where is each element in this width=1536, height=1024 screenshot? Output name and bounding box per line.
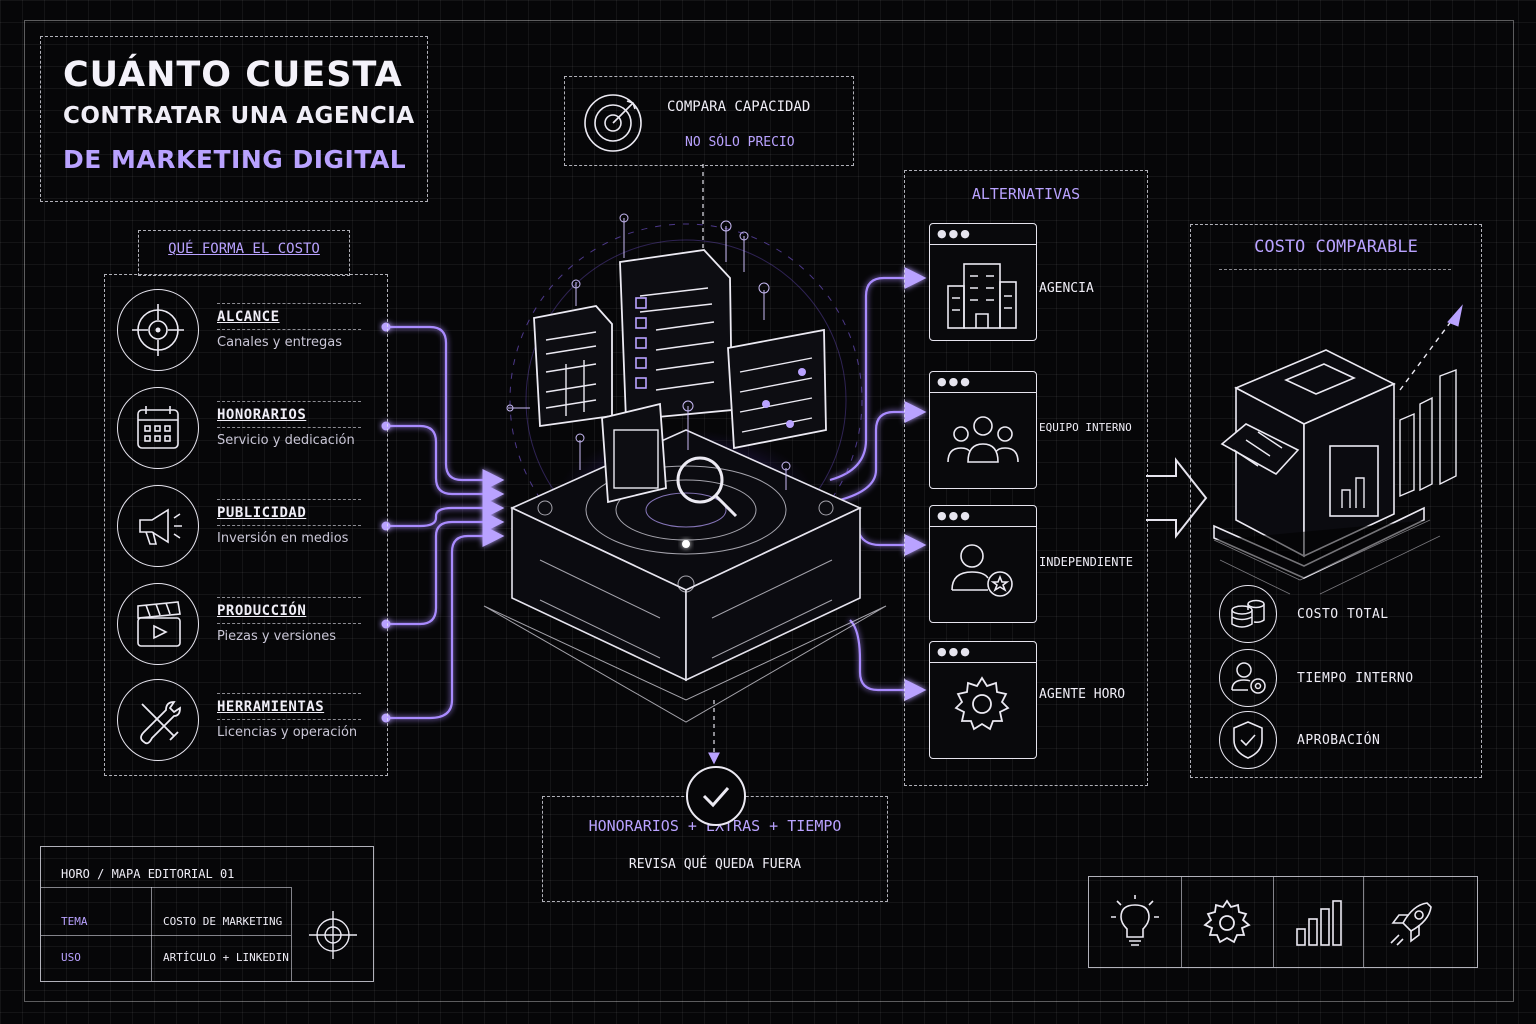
rocket-icon bbox=[1390, 902, 1432, 946]
comparable-row-tiempo-interno: TIEMPO INTERNO bbox=[1219, 649, 1449, 709]
freelancer-icon bbox=[951, 544, 1013, 597]
window-dots: ●●● bbox=[937, 375, 972, 388]
cost-item-label: HERRAMIENTAS bbox=[217, 699, 325, 715]
divider bbox=[217, 597, 361, 598]
alternative-equipo-card: ●●● bbox=[929, 371, 1037, 489]
compare-subtitle: NO SÓLO PRECIO bbox=[685, 135, 795, 150]
alternative-label: AGENTE HORO bbox=[1039, 687, 1126, 702]
comparable-row-costo-total: COSTO TOTAL bbox=[1219, 585, 1449, 645]
user-gear-icon bbox=[1219, 649, 1277, 707]
cost-panel-heading-box: QUÉ FORMA EL COSTO bbox=[138, 230, 350, 276]
divider bbox=[217, 303, 361, 304]
shield-check-icon bbox=[1219, 711, 1277, 769]
clapperboard-icon bbox=[117, 583, 199, 665]
cost-item-label: HONORARIOS bbox=[217, 407, 307, 423]
gear-icon bbox=[1203, 899, 1251, 944]
divider bbox=[217, 693, 361, 694]
cost-item-publicidad: PUBLICIDAD Inversión en medios bbox=[117, 485, 387, 575]
divider bbox=[217, 329, 361, 330]
cost-item-label: PUBLICIDAD bbox=[217, 505, 307, 521]
meta-header: HORO / MAPA EDITORIAL 01 bbox=[61, 867, 235, 881]
megaphone-icon bbox=[117, 485, 199, 567]
cost-item-produccion: PRODUCCIÓN Piezas y versiones bbox=[117, 583, 387, 673]
coins-icon bbox=[1219, 585, 1277, 643]
outer-frame bbox=[24, 20, 1514, 1002]
title-line-3: DE MARKETING DIGITAL bbox=[63, 145, 407, 174]
cost-panel-heading: QUÉ FORMA EL COSTO bbox=[168, 241, 320, 257]
formula-subtitle: REVISA QUÉ QUEDA FUERA bbox=[628, 857, 802, 872]
window-dots: ●●● bbox=[937, 509, 972, 522]
comparable-heading: COSTO COMPARABLE bbox=[1254, 237, 1418, 257]
cost-item-honorarios: HONORARIOS Servicio y dedicación bbox=[117, 387, 387, 477]
divider bbox=[217, 719, 361, 720]
cost-item-alcance: ALCANCE Canales y entregas bbox=[117, 289, 387, 379]
alternatives-panel: ALTERNATIVAS ●●● AGENCIA ●●● EQUIPO INTE… bbox=[904, 170, 1148, 786]
comparable-label: APROBACIÓN bbox=[1297, 733, 1381, 748]
divider bbox=[217, 401, 361, 402]
crosshair-icon bbox=[309, 911, 357, 959]
title-box: CUÁNTO CUESTA CONTRATAR UNA AGENCIA DE M… bbox=[40, 36, 428, 202]
meta-table: HORO / MAPA EDITORIAL 01 TEMA COSTO DE M… bbox=[40, 846, 374, 982]
title-line-2: CONTRATAR UNA AGENCIA bbox=[63, 103, 415, 129]
cost-item-description: Servicio y dedicación bbox=[217, 433, 355, 448]
alternative-agente-horo-card: ●●● bbox=[929, 641, 1037, 759]
lightbulb-icon bbox=[1111, 895, 1159, 946]
meta-value: ARTÍCULO + LINKEDIN bbox=[163, 951, 289, 964]
window-dots: ●●● bbox=[937, 645, 972, 658]
check-icon bbox=[686, 766, 746, 826]
meta-key: TEMA bbox=[61, 915, 88, 928]
meta-key: USO bbox=[61, 951, 81, 964]
cost-item-label: PRODUCCIÓN bbox=[217, 603, 307, 619]
target-icon bbox=[117, 289, 199, 371]
comparable-row-aprobacion: APROBACIÓN bbox=[1219, 711, 1449, 771]
alternative-label: INDEPENDIENTE bbox=[1039, 555, 1133, 569]
meta-value: COSTO DE MARKETING bbox=[163, 915, 283, 928]
formula-title: HONORARIOS + EXTRAS + TIEMPO bbox=[588, 817, 842, 835]
divider bbox=[217, 623, 361, 624]
gear-icon bbox=[954, 676, 1010, 731]
alternatives-heading: ALTERNATIVAS bbox=[971, 185, 1081, 203]
comparable-panel: COSTO COMPARABLE COSTO TOTAL TIEMPO INTE… bbox=[1190, 224, 1482, 778]
team-icon bbox=[947, 416, 1019, 463]
alternative-label: AGENCIA bbox=[1039, 281, 1094, 296]
cost-item-description: Piezas y versiones bbox=[217, 629, 337, 644]
title-line-1: CUÁNTO CUESTA bbox=[63, 55, 403, 95]
compare-box: COMPARA CAPACIDAD NO SÓLO PRECIO bbox=[564, 76, 854, 166]
building-icon bbox=[947, 263, 1017, 329]
compare-title: COMPARA CAPACIDAD bbox=[667, 99, 811, 115]
cost-item-description: Canales y entregas bbox=[217, 335, 342, 350]
divider bbox=[217, 499, 361, 500]
alternative-agencia-card: ●●● bbox=[929, 223, 1037, 341]
divider bbox=[1219, 269, 1451, 270]
tools-icon bbox=[117, 679, 199, 761]
cost-item-description: Inversión en medios bbox=[217, 531, 349, 546]
calendar-icon bbox=[117, 387, 199, 469]
alternative-independiente-card: ●●● bbox=[929, 505, 1037, 623]
divider bbox=[217, 427, 361, 428]
bar-chart-icon bbox=[1296, 900, 1342, 946]
target-icon bbox=[584, 94, 642, 152]
window-dots: ●●● bbox=[937, 227, 972, 240]
cost-item-herramientas: HERRAMIENTAS Licencias y operación bbox=[117, 679, 387, 769]
cost-item-description: Licencias y operación bbox=[217, 725, 358, 740]
alternative-label: EQUIPO INTERNO bbox=[1039, 421, 1132, 434]
comparable-label: TIEMPO INTERNO bbox=[1297, 671, 1414, 686]
cost-panel: ALCANCE Canales y entregas HONORARIOS Se… bbox=[104, 274, 388, 776]
cost-item-label: ALCANCE bbox=[217, 309, 280, 325]
icon-strip bbox=[1088, 876, 1478, 968]
divider bbox=[217, 525, 361, 526]
comparable-label: COSTO TOTAL bbox=[1297, 607, 1389, 622]
